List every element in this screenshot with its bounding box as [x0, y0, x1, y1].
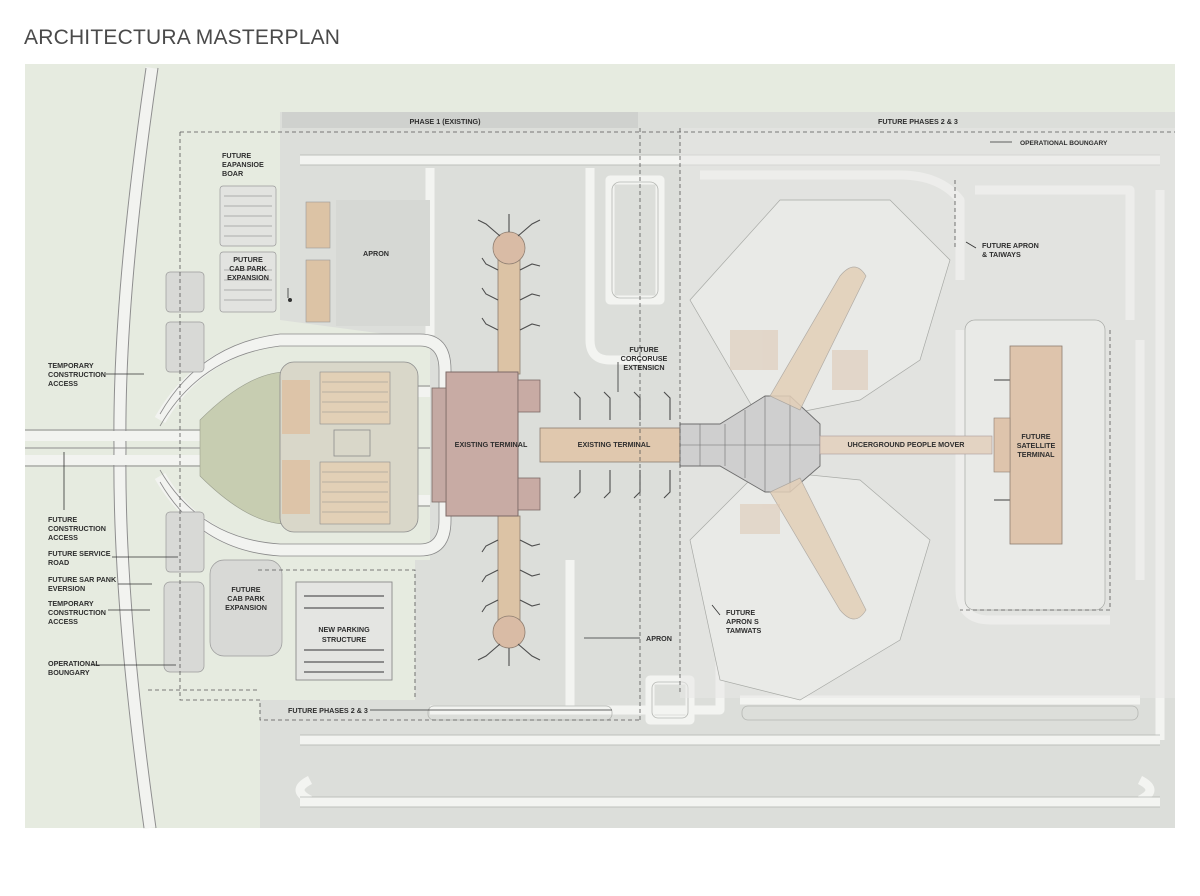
label-cab-park-3: EXPANSION: [225, 603, 267, 612]
label-future-construction-1: FUTURE: [48, 515, 77, 524]
remote-stand-2: [305, 259, 331, 323]
label-car-park-top-3: EXPANSION: [227, 273, 269, 282]
apron-top-block: [336, 200, 430, 326]
existing-terminal-building: [445, 371, 519, 517]
label-apron-bottom: APRON: [646, 634, 672, 643]
label-car-park-top-2: CAB PARK: [229, 264, 267, 273]
label-service-road-2: ROAD: [48, 558, 69, 567]
satellite-hub: [679, 395, 821, 493]
new-parking-structure: [295, 581, 393, 681]
label-car-park-eversion-2: EVERSION: [48, 584, 85, 593]
label-temp-access-top-1: TEMPORARY: [48, 361, 94, 370]
label-existing-terminal-concourse: EXISTING TERMINAL: [578, 440, 651, 449]
future-concourses: [769, 266, 867, 620]
label-future-apron-2: & TAIWAYS: [982, 250, 1021, 259]
label-future-expansion-1: FUTURE: [222, 151, 251, 160]
parking-deck-north: [319, 371, 391, 425]
existing-concourse-east: [539, 427, 681, 463]
label-new-parking-1: NEW PARKING: [318, 625, 370, 634]
label-cab-park-2: CAB PARK: [227, 594, 265, 603]
label-people-mover: UHCERGROUND PEOPLE MOVER: [847, 440, 965, 449]
label-future-apron-bottom-3: TAMWATS: [726, 626, 761, 635]
label-future-expansion-2: EAPANSIOE: [222, 160, 264, 169]
landside-lots: [163, 185, 283, 673]
label-cab-park-1: FUTURE: [231, 585, 260, 594]
label-future-apron-bottom-1: FUTURE: [726, 608, 755, 617]
phase1-header-band: [282, 112, 638, 128]
label-car-park-top-1: PUTURE: [233, 255, 263, 264]
label-future-expansion-3: BOAR: [222, 169, 244, 178]
label-new-parking-2: STRUCTURE: [322, 635, 367, 644]
label-concourse-ext-2: CORCORUSE: [621, 354, 668, 363]
label-temp-access-bottom-1: TEMPORARY: [48, 599, 94, 608]
leader-lines: [63, 141, 1012, 711]
label-temp-access-bottom-2: CONSTRUCTION: [48, 608, 106, 617]
label-future-construction-3: ACCESS: [48, 533, 78, 542]
label-concourse-ext-1: FUTURE: [629, 345, 658, 354]
label-satellite-2: SATELLITE: [1017, 441, 1056, 450]
label-future-construction-2: CONSTRUCTION: [48, 524, 106, 533]
phase-boundaries: [148, 128, 1175, 721]
label-phase1: PHASE 1 (EXISTING): [409, 117, 481, 126]
concourse-south: [497, 515, 521, 629]
label-satellite-1: FUTURE: [1021, 432, 1050, 441]
label-apron-top: APRON: [363, 249, 389, 258]
label-existing-terminal-main: EXISTING TERMINAL: [455, 440, 528, 449]
forecourt-stall-lines: [322, 381, 388, 513]
concourse-north-hub: [492, 231, 526, 265]
label-operational-boundary-top: OPERATIONAL BOUNGARY: [1020, 140, 1108, 147]
label-future-phases-bottom: FUTURE PHASES 2 & 3: [288, 706, 368, 715]
page-title: ARCHITECTURA MASTERPLAN: [24, 26, 341, 49]
future-satellite-terminal: [1009, 345, 1063, 545]
concourse-south-hub: [492, 615, 526, 649]
label-future-apron-1: FUTURE APRON: [982, 241, 1039, 250]
label-future-phases-top: FUTURE PHASES 2 & 3: [878, 117, 958, 126]
label-temp-access-top-3: ACCESS: [48, 379, 78, 388]
label-temp-access-top-2: CONSTRUCTION: [48, 370, 106, 379]
label-satellite-3: TERMINAL: [1017, 450, 1055, 459]
people-mover-tunnel: [819, 435, 993, 455]
label-service-road-1: FUTURE SERVICE: [48, 549, 111, 558]
label-car-park-eversion-1: FUTURE SAR PANK: [48, 575, 117, 584]
label-operational-boundary-left-2: BOUNGARY: [48, 668, 90, 677]
remote-stand-1: [305, 201, 331, 249]
label-temp-access-bottom-3: ACCESS: [48, 617, 78, 626]
label-concourse-ext-3: EXTENSICN: [623, 363, 664, 372]
parking-deck-south: [319, 461, 391, 525]
label-operational-boundary-left-1: OPERATIONAL: [48, 659, 100, 668]
concourse-north: [497, 251, 521, 375]
label-future-apron-bottom-2: APRON S: [726, 617, 759, 626]
